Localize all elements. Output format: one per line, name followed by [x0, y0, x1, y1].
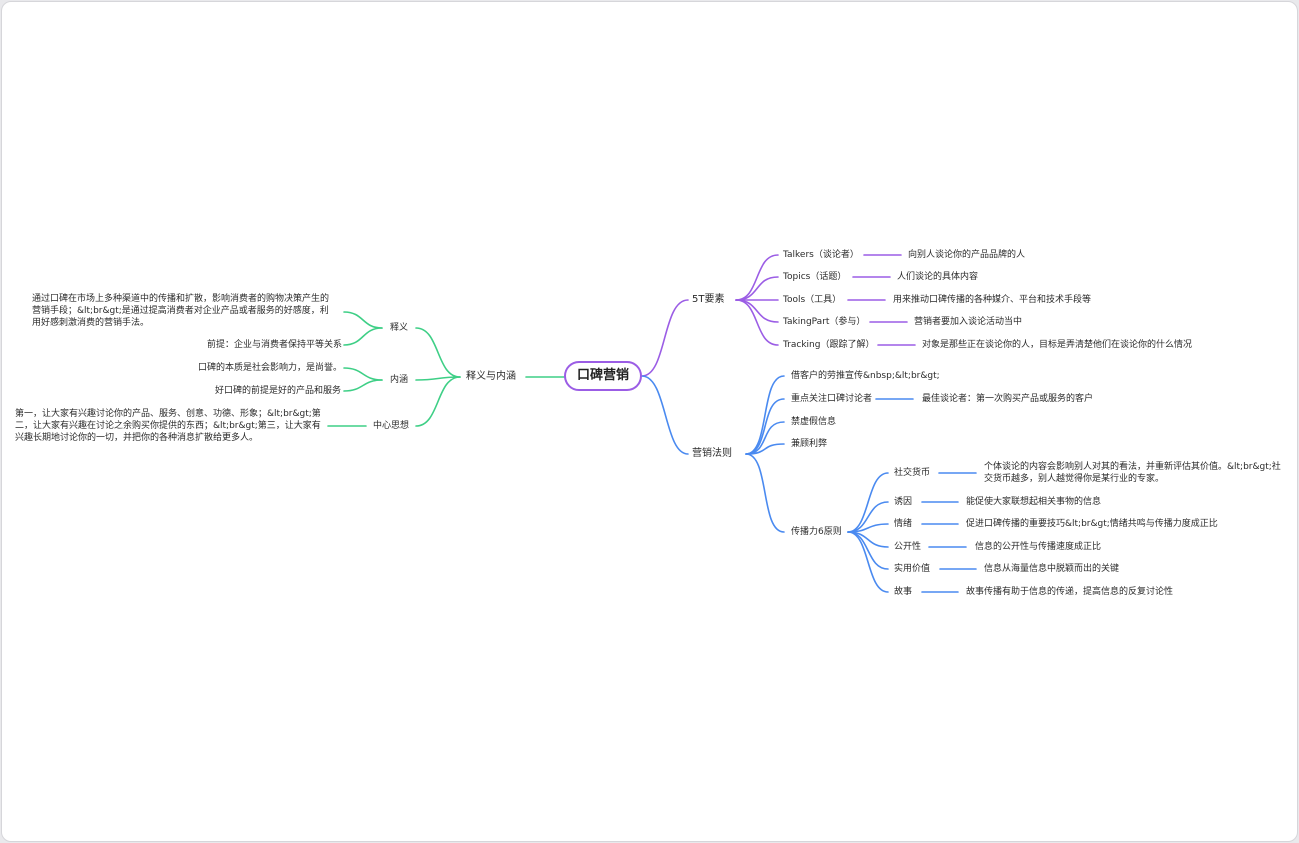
leaf-text[interactable]: 好口碑的前提是好的产品和服务 [215, 386, 342, 396]
root-topic[interactable]: 口碑营销 [564, 361, 642, 391]
principle-value[interactable]: 信息的公开性与传播速度成正比 [975, 542, 1102, 552]
t5-value[interactable]: 向别人谈论你的产品品牌的人 [908, 250, 1026, 260]
principle-value[interactable]: 故事传播有助于信息的传递，提高信息的反复讨论性 [966, 587, 1174, 597]
principle-key[interactable]: 情绪 [894, 519, 913, 529]
t5-value[interactable]: 对象是那些正在谈论你的人，目标是弄清楚他们在谈论你的什么情况 [922, 340, 1193, 350]
law-item[interactable]: 重点关注口碑讨论者 [791, 394, 873, 404]
sub-topic[interactable]: 内涵 [390, 375, 409, 385]
t5-key[interactable]: Tools（工具） [783, 295, 842, 305]
t5-key[interactable]: TakingPart（参与） [783, 317, 866, 327]
t5-key[interactable]: Tracking（跟踪了解） [783, 340, 875, 350]
principle-key[interactable]: 故事 [894, 587, 913, 597]
leaf-text[interactable]: 前提：企业与消费者保持平等关系 [207, 340, 343, 350]
branch-law-lines [641, 375, 977, 593]
law-item[interactable]: 禁虚假信息 [791, 417, 837, 427]
principle-key[interactable]: 公开性 [894, 542, 922, 552]
branch-5t-lines [641, 254, 916, 377]
t5-key[interactable]: Talkers（谈论者） [783, 250, 859, 260]
t5-value[interactable]: 营销者要加入谈论活动当中 [914, 317, 1023, 327]
topic-definition[interactable]: 释义与内涵 [466, 371, 516, 382]
sub-topic[interactable]: 释义 [390, 323, 409, 333]
law-item[interactable]: 借客户的劳推宣传&nbsp;&lt;br&gt; [791, 371, 940, 381]
principle-value[interactable]: 能促使大家联想起相关事物的信息 [966, 497, 1102, 507]
principle-key[interactable]: 实用价值 [894, 564, 931, 574]
principle-value[interactable]: 信息从海量信息中脱颖而出的关键 [984, 564, 1120, 574]
principle-value[interactable]: 促进口碑传播的重要技巧&lt;br&gt;情绪共鸣与传播力度成正比 [966, 519, 1218, 529]
t5-value[interactable]: 用来推动口碑传播的各种媒介、平台和技术手段等 [893, 295, 1092, 305]
t5-value[interactable]: 人们谈论的具体内容 [897, 272, 979, 282]
topic-six-principles[interactable]: 传播力6原则 [791, 527, 842, 537]
principle-key[interactable]: 社交货币 [894, 468, 931, 478]
branch-left-lines [327, 311, 565, 427]
leaf-text[interactable]: 第一，让大家有兴趣讨论你的产品、服务、创意、功德、形象；&lt;br&gt;第二… [15, 409, 321, 443]
law-item[interactable]: 兼顾利弊 [791, 439, 828, 449]
topic-5t[interactable]: 5T要素 [692, 294, 725, 305]
principle-key[interactable]: 诱因 [894, 497, 913, 507]
law-item-detail[interactable]: 最佳谈论者：第一次购买产品或服务的客户 [922, 394, 1094, 404]
leaf-text[interactable]: 口碑的本质是社会影响力，是尚誉。 [198, 363, 343, 373]
leaf-text[interactable]: 通过口碑在市场上多种渠道中的传播和扩散，影响消费者的购物决策产生的营销手段；&l… [32, 294, 330, 328]
sub-topic[interactable]: 中心思想 [373, 421, 410, 431]
t5-key[interactable]: Topics（话题） [783, 272, 847, 282]
topic-marketing-law[interactable]: 营销法则 [692, 448, 732, 459]
principle-value[interactable]: 个体谈论的内容会影响别人对其的看法，并重新评估其价值。&lt;br&gt;社交货… [984, 462, 1281, 484]
